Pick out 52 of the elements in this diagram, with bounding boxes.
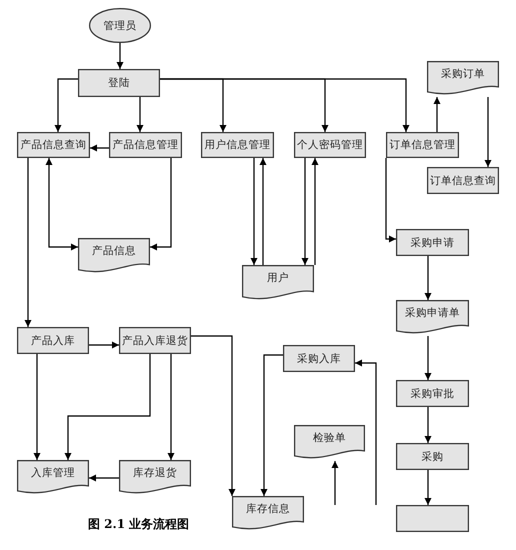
start-ellipse: 管理员 bbox=[89, 8, 151, 43]
arrow bbox=[250, 158, 258, 265]
process-box bbox=[396, 505, 469, 532]
arrow bbox=[136, 97, 144, 132]
process-box: 产品入库退货 bbox=[119, 327, 191, 354]
arrow bbox=[89, 342, 119, 348]
process-box: 采购 bbox=[396, 443, 469, 470]
arrow bbox=[312, 158, 318, 265]
arrow bbox=[260, 354, 283, 496]
arrow bbox=[424, 256, 432, 300]
process-box: 订单信息查询 bbox=[427, 167, 499, 194]
figure-caption: 图 2.1 业务流程图 bbox=[88, 516, 190, 533]
process-box: 订单信息管理 bbox=[386, 132, 459, 158]
document-shape: 用户 bbox=[242, 265, 314, 302]
document-shape: 入库管理 bbox=[17, 460, 89, 496]
document-shape: 检验单 bbox=[294, 425, 365, 461]
process-box: 采购审批 bbox=[396, 380, 469, 407]
arrow bbox=[434, 97, 440, 132]
arrow bbox=[355, 360, 377, 505]
arrow bbox=[150, 158, 172, 250]
arrow bbox=[34, 354, 40, 460]
arrow bbox=[90, 144, 109, 152]
arrow bbox=[332, 461, 338, 505]
arrow bbox=[385, 158, 396, 242]
document-shape: 采购订单 bbox=[427, 61, 499, 97]
arrow bbox=[168, 354, 174, 460]
arrow bbox=[260, 158, 266, 265]
process-box: 用户信息管理 bbox=[201, 132, 274, 158]
document-shape: 库存退货 bbox=[119, 460, 191, 496]
arrow bbox=[484, 97, 492, 167]
arrow bbox=[24, 158, 32, 327]
arrow bbox=[116, 43, 124, 69]
process-box: 采购申请 bbox=[396, 229, 469, 256]
arrow bbox=[89, 474, 119, 482]
process-box: 采购入库 bbox=[283, 345, 355, 372]
arrow bbox=[424, 470, 432, 505]
process-box: 个人密码管理 bbox=[294, 132, 366, 158]
arrow bbox=[424, 336, 432, 380]
process-box: 产品信息查询 bbox=[17, 132, 90, 158]
document-shape: 库存信息 bbox=[232, 496, 304, 532]
arrow bbox=[46, 158, 78, 250]
process-box: 产品入库 bbox=[17, 327, 89, 354]
document-shape: 产品信息 bbox=[78, 238, 150, 275]
arrow bbox=[160, 78, 410, 132]
arrow bbox=[191, 335, 236, 496]
arrow bbox=[54, 78, 78, 132]
arrow bbox=[64, 354, 151, 460]
document-shape: 采购申请单 bbox=[396, 300, 469, 336]
process-box: 产品信息管理 bbox=[109, 132, 182, 158]
arrow bbox=[424, 407, 432, 443]
arrow bbox=[302, 158, 308, 265]
process-box: 登陆 bbox=[78, 69, 160, 97]
